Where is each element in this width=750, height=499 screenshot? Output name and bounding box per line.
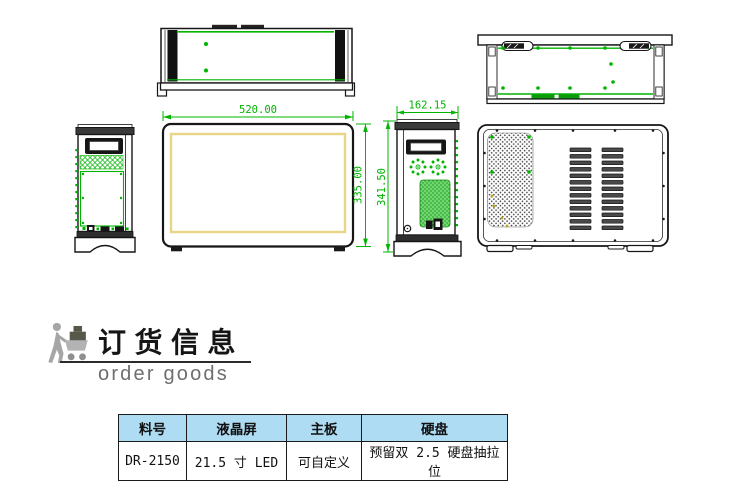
- bottom-band: [395, 234, 459, 242]
- end-cap-right: [335, 30, 345, 82]
- dimension-side-depth: 162.15: [396, 100, 459, 119]
- bottom-tab: [558, 94, 580, 99]
- bottom-body: [486, 44, 665, 100]
- handle-left: [504, 43, 524, 49]
- foot: [334, 246, 345, 252]
- technical-drawing: 520.00 335.00 341.50 162.15: [74, 24, 673, 257]
- dimension-side-height: 341.50: [376, 120, 396, 253]
- access-panel: [79, 170, 125, 227]
- base-foot: [74, 236, 136, 253]
- view-side-right: [393, 119, 462, 257]
- dimension-front-height: 335.00: [353, 123, 371, 247]
- cell-lcd: 21.5 寸 LED: [186, 441, 287, 481]
- view-side-left: [74, 124, 136, 253]
- order-info-logo: 订货信息 order goods: [45, 317, 260, 385]
- top-flange: [159, 82, 354, 91]
- end-cap-left: [167, 30, 178, 82]
- logo-title: 订货信息: [98, 327, 245, 358]
- dim-label-front-width: 520.00: [239, 104, 277, 116]
- view-top: [156, 24, 356, 97]
- header-part-number: 料号: [118, 414, 187, 442]
- foot: [626, 244, 654, 253]
- dim-label-side-depth: 162.15: [409, 100, 447, 112]
- io-connectors: [82, 225, 129, 232]
- dim-label-side-height: 341.50: [376, 168, 388, 206]
- order-table: 料号 液晶屏 主板 硬盘 DR-2150 21.5 寸 LED 可自定义 预留双…: [118, 414, 508, 481]
- cell-mainboard: 可自定义: [286, 441, 362, 481]
- handle-right: [629, 43, 649, 49]
- screw-dots: [501, 46, 615, 90]
- panel-screws: [483, 129, 665, 242]
- power-connector: [426, 218, 443, 230]
- cart-icon: [48, 322, 88, 364]
- top-cap: [75, 127, 135, 135]
- table-header-row: 料号 液晶屏 主板 硬盘: [118, 414, 508, 442]
- top-tab: [241, 24, 264, 29]
- view-bottom: [477, 34, 673, 105]
- bottom-tab: [531, 94, 555, 99]
- top-cap: [394, 122, 460, 130]
- logo-divider: [60, 361, 251, 363]
- mesh-screws: [490, 135, 531, 174]
- logo-subtitle: order goods: [98, 363, 229, 385]
- header-mainboard: 主板: [286, 414, 362, 442]
- view-back: [477, 124, 669, 253]
- foot: [171, 246, 182, 252]
- dimension-front-width: 520.00: [162, 104, 354, 121]
- base-foot: [393, 240, 462, 257]
- cell-harddisk: 预留双 2.5 硬盘抽拉位: [361, 441, 508, 481]
- table-row: DR-2150 21.5 寸 LED 可自定义 预留双 2.5 硬盘抽拉位: [118, 441, 508, 481]
- speaker-holes: [409, 158, 427, 176]
- header-lcd: 液晶屏: [186, 414, 287, 442]
- header-harddisk: 硬盘: [361, 414, 508, 442]
- mesh-marks: [490, 194, 509, 228]
- speaker-holes: [429, 158, 447, 176]
- vent-mesh-back: [487, 132, 534, 228]
- top-tab: [212, 24, 237, 29]
- vent-mesh: [79, 155, 124, 170]
- front-bezel: [161, 122, 355, 248]
- dim-label-front-height: 335.00: [353, 166, 365, 204]
- top-body: [160, 27, 353, 84]
- view-front: [161, 122, 355, 252]
- cell-part-number: DR-2150: [118, 441, 187, 481]
- foot: [486, 244, 514, 253]
- screen-area: [169, 132, 347, 234]
- bottom-band: [76, 231, 134, 238]
